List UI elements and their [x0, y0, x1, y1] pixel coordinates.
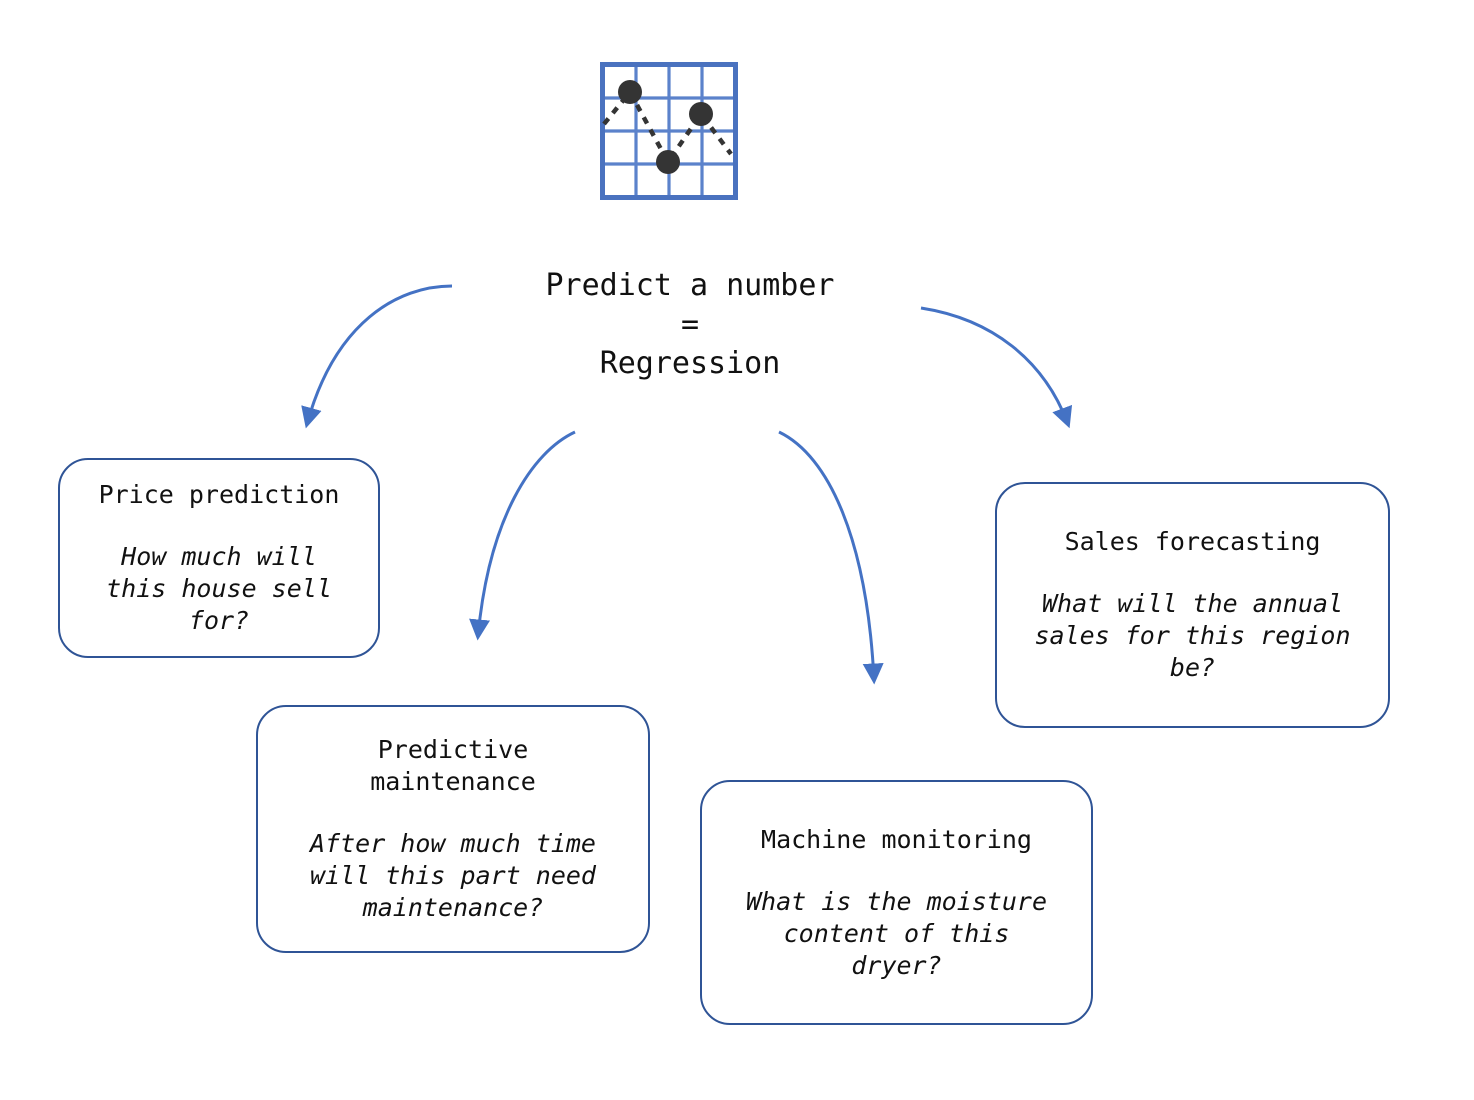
- box-question: After how much time will this part need …: [310, 829, 596, 922]
- box-question: What is the moisture content of this dry…: [745, 886, 1048, 980]
- box-title: Machine monitoring: [761, 824, 1032, 854]
- box-price-prediction: Price prediction How much will this hous…: [58, 458, 380, 658]
- box-predictive-maintenance: Predictive maintenance After how much ti…: [256, 705, 650, 953]
- arrow-to-price-prediction: [301, 284, 453, 429]
- box-machine-monitoring: Machine monitoring What is the moisture …: [700, 780, 1093, 1025]
- arrow-to-machine-monitoring: [778, 430, 884, 685]
- box-title: Predictive maintenance: [370, 735, 536, 796]
- arrow-to-predictive-maintenance: [469, 430, 576, 641]
- scatter-chart-icon: [600, 62, 738, 200]
- box-question: What will the annual sales for this regi…: [1034, 589, 1351, 682]
- box-title: Sales forecasting: [1064, 527, 1321, 556]
- box-sales-forecasting: Sales forecasting What will the annual s…: [995, 482, 1390, 728]
- arrow-to-sales-forecasting: [920, 306, 1073, 429]
- box-question: How much will this house sell for?: [106, 542, 332, 635]
- center-label: Predict a number = Regression: [545, 268, 835, 381]
- scatter-chart-icon-svg: [600, 62, 738, 200]
- box-title: Price prediction: [98, 480, 340, 509]
